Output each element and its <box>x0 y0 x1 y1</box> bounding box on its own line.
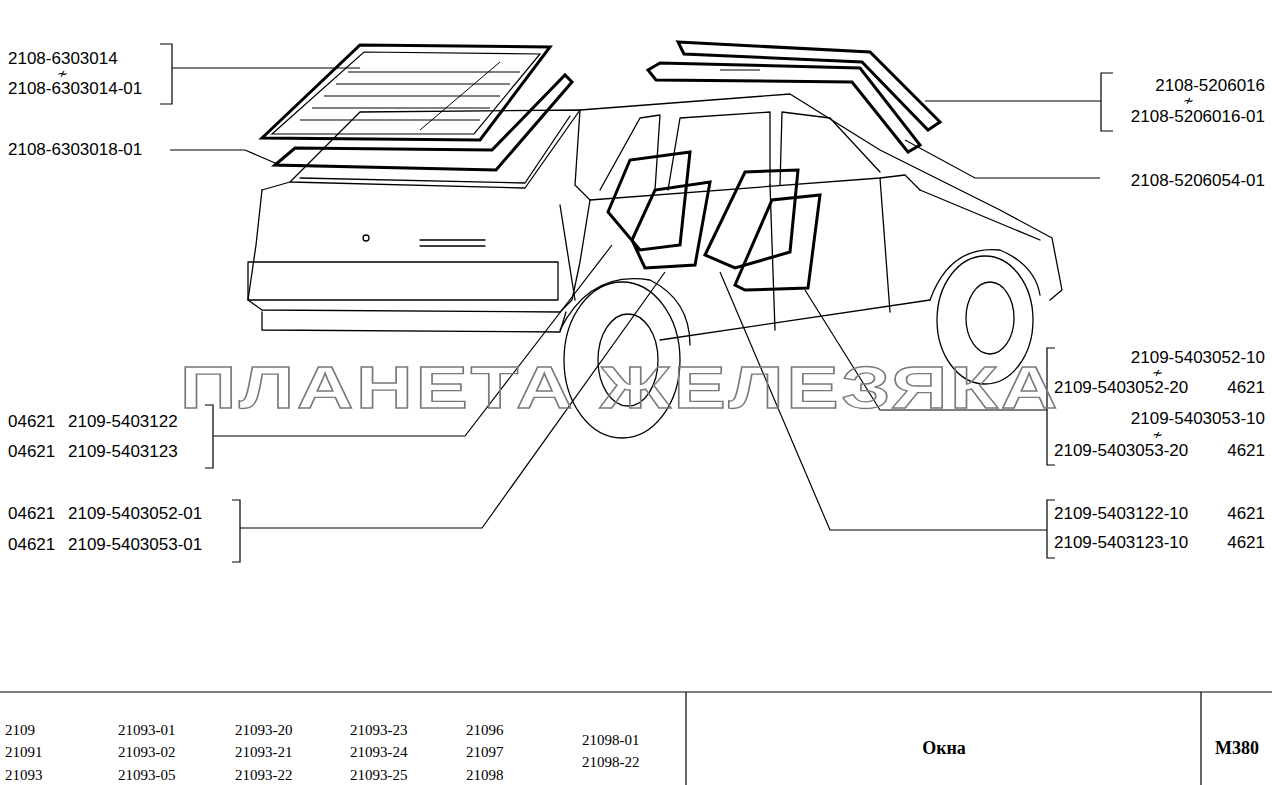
model-code: 21093-02 <box>118 744 176 761</box>
part-number: 2109-5403052-10 <box>1131 349 1265 368</box>
model-code: 21098-22 <box>582 754 640 771</box>
leader-lines <box>160 44 1113 562</box>
part-number: 2109-5403053-10 <box>1131 410 1265 429</box>
part-number: 2108-5206054-01 <box>1131 172 1265 191</box>
interchange-symbol: ≁ <box>1183 94 1194 108</box>
catalog-code: 4621 <box>1227 379 1265 398</box>
part-number: 2109-5403052-20 <box>1054 379 1188 398</box>
model-code: 21093-21 <box>235 744 293 761</box>
model-code: 21093-23 <box>350 722 408 739</box>
model-code: 21093-20 <box>235 722 293 739</box>
part-number: 2109-5403123 <box>68 443 178 462</box>
catalog-code: 04621 <box>8 505 55 524</box>
sheet-title: Окна <box>922 739 966 759</box>
part-number: 2108-6303018-01 <box>8 141 142 160</box>
model-code: 21093-22 <box>235 767 293 784</box>
model-code: 21097 <box>466 744 504 761</box>
model-code: 21093-05 <box>118 767 176 784</box>
part-number: 2109-5403053-01 <box>68 536 202 555</box>
sheet-code: M380 <box>1215 739 1259 759</box>
part-number: 2109-5403122-10 <box>1054 505 1188 524</box>
rear-glass <box>262 45 572 170</box>
model-code: 21096 <box>466 722 504 739</box>
model-code: 21093 <box>5 767 43 784</box>
model-code: 2109 <box>5 722 35 739</box>
catalog-code: 4621 <box>1227 534 1265 553</box>
part-number: 2108-6303014-01 <box>8 80 142 99</box>
model-code: 21098 <box>466 767 504 784</box>
part-number: 2109-5403052-01 <box>68 505 202 524</box>
title-block <box>0 692 1272 785</box>
model-code: 21091 <box>5 744 43 761</box>
model-code: 21093-24 <box>350 744 408 761</box>
catalog-code: 04621 <box>8 536 55 555</box>
windshield <box>648 42 940 152</box>
catalog-code: 4621 <box>1227 442 1265 461</box>
part-number: 2108-6303014 <box>8 50 118 69</box>
part-number: 2109-5403123-10 <box>1054 534 1188 553</box>
model-code: 21093-25 <box>350 767 408 784</box>
vent-windows <box>608 152 820 290</box>
catalog-code: 4621 <box>1227 505 1265 524</box>
catalog-code: 04621 <box>8 413 55 432</box>
part-number: 2109-5403122 <box>68 413 178 432</box>
catalog-code: 04621 <box>8 443 55 462</box>
watermark: ПЛАНЕТА ЖЕЛЕЗЯКА <box>180 355 1060 421</box>
part-number: 2108-5206016-01 <box>1131 108 1265 127</box>
interchange-symbol: ≁ <box>1152 428 1163 442</box>
model-code: 21098-01 <box>582 732 640 749</box>
model-code: 21093-01 <box>118 722 176 739</box>
part-number: 2108-5206016 <box>1155 77 1265 96</box>
part-number: 2109-5403053-20 <box>1054 442 1188 461</box>
